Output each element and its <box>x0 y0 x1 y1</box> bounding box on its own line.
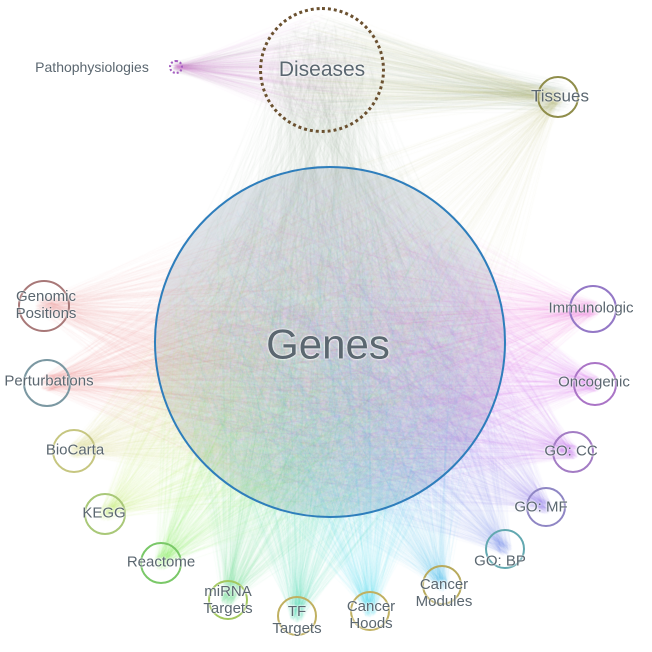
node-biocarta[interactable] <box>52 429 96 473</box>
node-go_mf[interactable] <box>526 487 566 527</box>
node-tissues[interactable] <box>537 76 579 118</box>
node-genomic_positions[interactable] <box>18 280 70 332</box>
node-go_cc[interactable] <box>552 431 594 473</box>
node-pathophysiologies[interactable] <box>169 60 183 74</box>
node-kegg[interactable] <box>84 493 126 535</box>
node-go_bp[interactable] <box>485 529 525 569</box>
node-reactome[interactable] <box>140 542 182 584</box>
node-genes[interactable] <box>154 166 506 518</box>
node-diseases[interactable] <box>259 7 385 133</box>
node-oncogenic[interactable] <box>573 362 617 406</box>
node-cancer_modules[interactable] <box>422 565 462 605</box>
node-tf_targets[interactable] <box>277 596 317 636</box>
node-immunologic[interactable] <box>569 285 617 333</box>
node-perturbations[interactable] <box>23 359 71 407</box>
node-cancer_hoods[interactable] <box>350 591 390 631</box>
node-mirna_targets[interactable] <box>208 580 248 620</box>
